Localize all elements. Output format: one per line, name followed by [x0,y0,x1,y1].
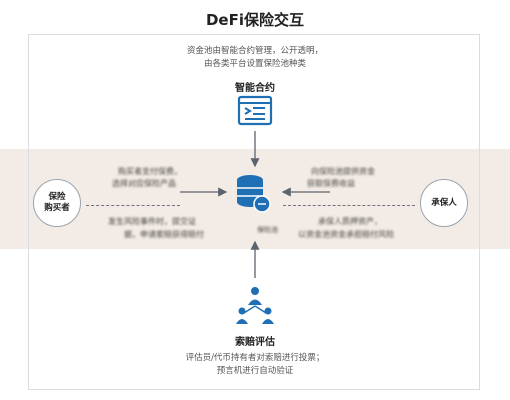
pool-caption: 保险池 [257,226,278,234]
right-node-underwriter: 承保人 [420,179,468,227]
left-dashed-line [86,205,180,206]
claims-description-line2: 预言机进行自动验证 [216,366,294,376]
left-lower-text-line2: 据，申请索赔获得赔付 [124,230,204,239]
left-upper-text-line2: 选择对应保险产品 [112,179,176,188]
left-node-policy-buyer: 保险 购买者 [33,179,81,227]
right-lower-text-line2: 以资金池资金承担赔付风险 [298,230,394,239]
right-dashed-line [283,205,415,206]
claims-label: 索赔评估 [235,337,275,348]
right-upper-text-line1: 向保险池提供资金 [311,167,375,176]
right-node-label: 承保人 [431,197,457,208]
right-upper-text-line2: 获取保费收益 [307,179,355,188]
left-node-line1: 保险 [48,192,66,202]
list-document-icon [237,95,273,126]
diagram-title: DeFi保险交互 [205,11,304,29]
left-node-line2: 购买者 [44,203,70,213]
top-description-line1: 资金池由智能合约管理，公开透明， [186,46,323,56]
people-network-icon [236,287,274,324]
diagram-frame [28,34,480,390]
left-upper-text-line1: 购买者支付保费， [118,167,182,176]
left-lower-text-line1: 发生风险事件时，提交证 [108,217,196,226]
right-lower-text-line1: 承保人质押资产， [318,217,382,226]
coin-stack-icon [237,175,271,213]
top-description-line2: 由各类平台设置保险池种类 [203,59,306,69]
claims-description-line1: 评估员/代币持有者对索赔进行投票； [185,353,325,363]
smart-contract-label: 智能合约 [235,83,275,94]
